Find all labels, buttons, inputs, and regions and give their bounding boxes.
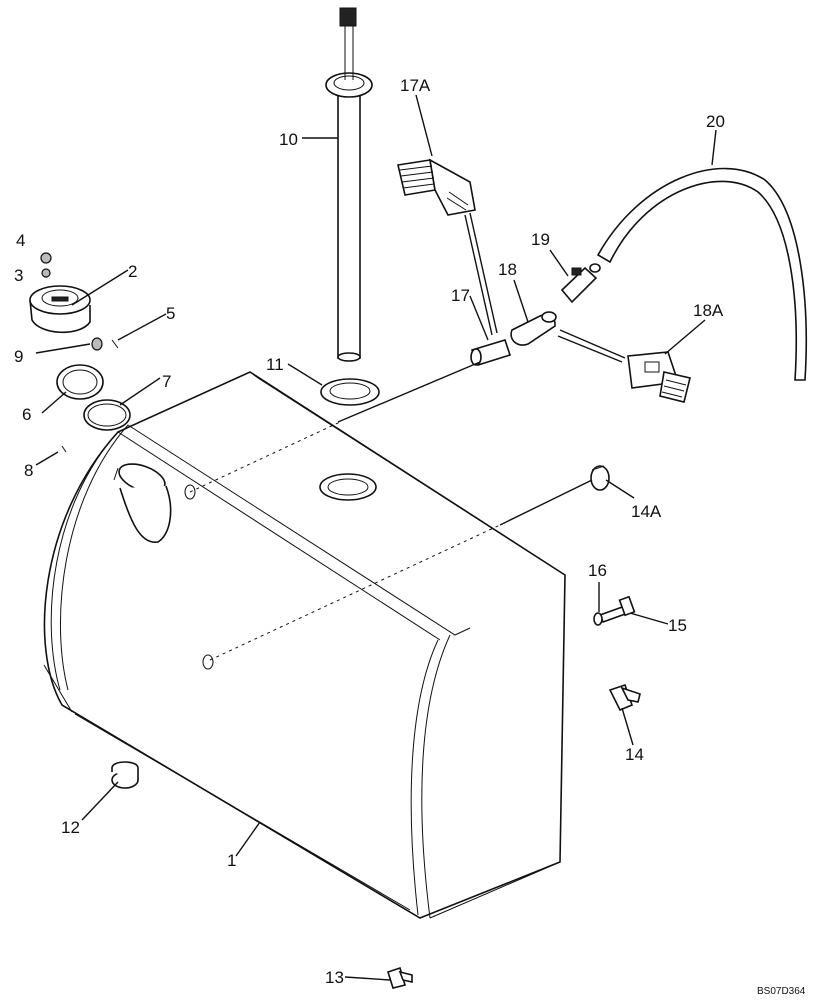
callout-18a: 18A: [693, 301, 724, 320]
callout-20: 20: [706, 112, 725, 131]
callout-5: 5: [166, 304, 175, 323]
callout-1: 1: [227, 851, 236, 870]
callout-13: 13: [325, 968, 344, 987]
callout-10: 10: [279, 130, 298, 149]
fuel-tank: [43, 371, 566, 919]
callout-6: 6: [22, 405, 31, 424]
cap-14a: [590, 465, 610, 491]
leader-lines: [35, 94, 717, 981]
fitting-17: [470, 339, 512, 366]
callout-3: 3: [14, 266, 23, 285]
callout-8: 8: [24, 461, 33, 480]
callout-4: 4: [16, 231, 25, 250]
callout-labels: 1 2 3 4 5 6 7 8 9 10 11 12 13 14 14A 15 …: [14, 76, 806, 997]
callout-11: 11: [266, 355, 284, 374]
diagram-code: BS07D364: [757, 986, 806, 997]
callout-7: 7: [162, 372, 171, 391]
drain-plug: [111, 761, 139, 789]
callout-18: 18: [498, 260, 517, 279]
callout-16: 16: [588, 561, 607, 580]
fitting-17a: [397, 158, 498, 336]
callout-14a: 14A: [631, 502, 662, 521]
fitting-18a: [557, 329, 691, 403]
callout-17a: 17A: [400, 76, 431, 95]
callout-9: 9: [14, 347, 23, 366]
fuel-sender-tube: [325, 7, 373, 362]
callout-12: 12: [61, 818, 80, 837]
callout-17: 17: [451, 286, 470, 305]
bolt-15: [598, 595, 636, 624]
cap-parts: [40, 252, 131, 453]
hose-elbow-18: [510, 311, 557, 346]
fuel-hose: [596, 167, 807, 381]
shutoff-valve: [560, 263, 601, 304]
elbow-fitting-14: [608, 683, 641, 712]
filler-cap: [29, 285, 91, 334]
washer-16: [593, 612, 603, 626]
tank-gasket: [320, 378, 380, 406]
elbow-fitting-13: [387, 966, 413, 989]
callout-2: 2: [128, 262, 137, 281]
callout-15: 15: [668, 616, 687, 635]
callout-14: 14: [625, 745, 644, 764]
callout-19: 19: [531, 230, 550, 249]
